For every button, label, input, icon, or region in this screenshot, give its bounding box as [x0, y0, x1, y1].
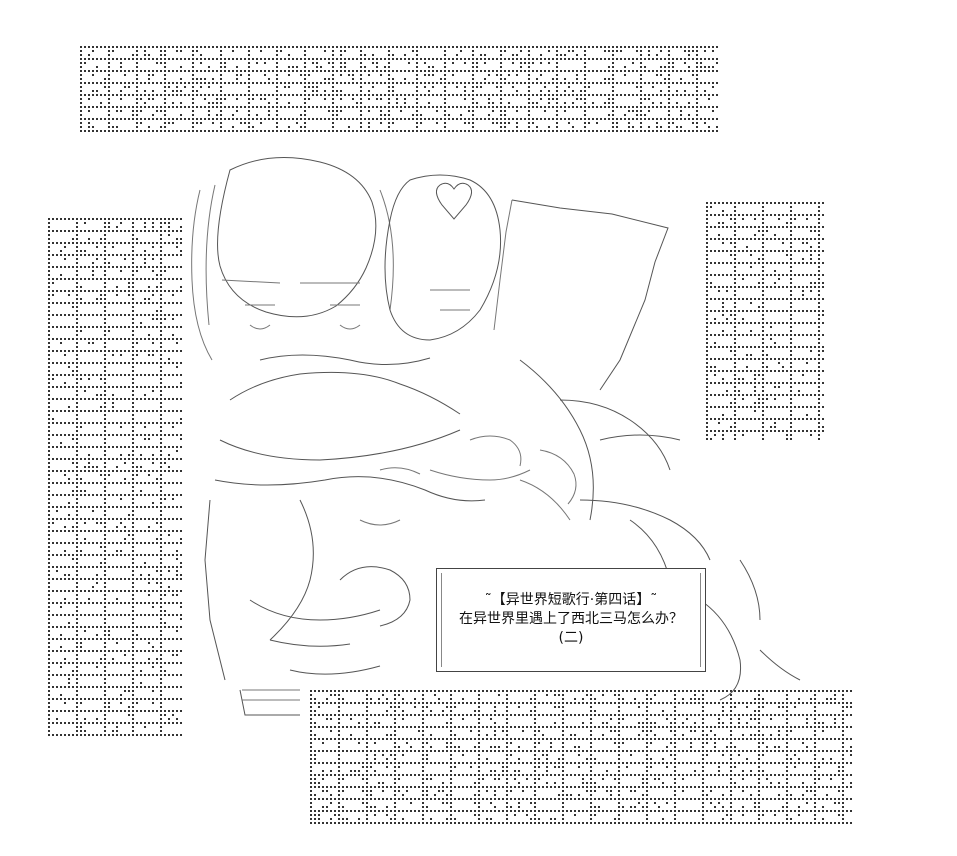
right-character-head	[384, 174, 502, 341]
left-character-head	[217, 157, 377, 318]
dotted-title-left	[48, 218, 182, 736]
dotted-title-top	[80, 46, 718, 132]
caption-box: ˜【异世界短歌行·第四话】˜ 在异世界里遇上了西北三马怎么办？ (二)	[436, 568, 706, 672]
caption-title: ˜【异世界短歌行·第四话】˜	[484, 592, 658, 608]
hat-outline	[511, 199, 669, 391]
dotted-title-right	[706, 202, 824, 440]
dotted-title-bottom	[310, 690, 852, 824]
caption-line-2: (二)	[558, 630, 584, 646]
character-illustration	[191, 157, 801, 716]
heart-icon	[436, 182, 472, 220]
caption-line-1: 在异世界里遇上了西北三马怎么办？	[459, 611, 683, 627]
